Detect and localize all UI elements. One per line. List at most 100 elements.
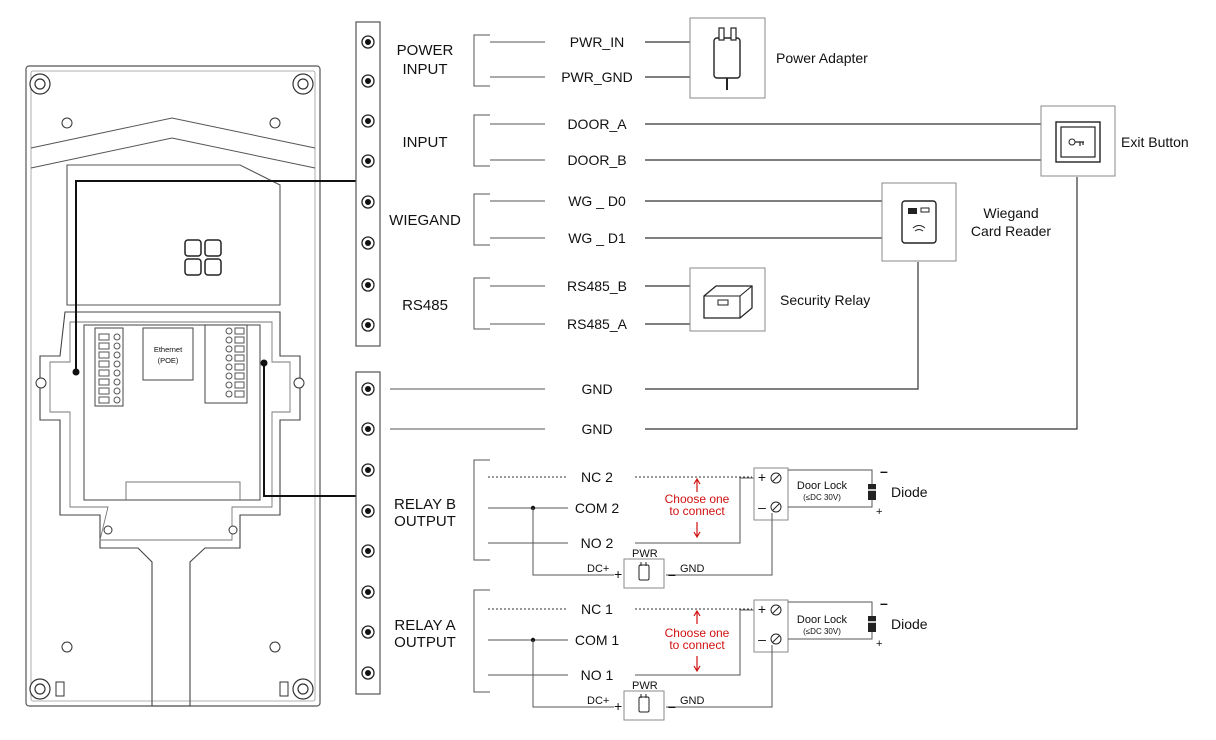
terminal-rs485-b: RS485_B	[567, 278, 627, 294]
group-relay-b-line1: RELAY B	[394, 496, 456, 513]
relay-a-lock-terminal: + –	[753, 599, 789, 653]
screw-bottom-left	[29, 678, 65, 700]
power-adapter-icon	[713, 27, 741, 90]
relay-b-dc-plus-sign: +	[614, 566, 622, 582]
terminal-rs485-a: RS485_A	[567, 316, 628, 332]
relay-b-diode-plus: +	[876, 506, 882, 518]
relay-a-pwr: PWR	[632, 680, 658, 692]
relay-a-choose-line2: to connect	[669, 638, 725, 652]
terminal-screw	[361, 318, 375, 332]
relay-b-choose-line1: Choose one	[665, 492, 730, 506]
poe-label: (POE)	[158, 356, 179, 365]
ethernet-port-box: Ethernet (POE)	[142, 327, 194, 381]
relay-a-diode-label: Diode	[891, 616, 928, 632]
relay-b-circuit: NC 2 COM 2 NO 2 Choose one to connect + …	[488, 463, 928, 589]
relay-b-pwr: PWR	[632, 548, 658, 560]
wiegand-card-reader	[881, 182, 957, 262]
terminal-screw	[361, 278, 375, 292]
terminal-door-b: DOOR_B	[567, 152, 626, 168]
terminal-wg-d0: WG _ D0	[568, 193, 626, 209]
relay-a-gnd-sign: –	[668, 698, 676, 714]
group-power-input-line1: POWER	[397, 42, 454, 59]
terminal-no2: NO 2	[581, 535, 614, 551]
relay-a-dc-plus-sign: +	[614, 698, 622, 714]
relay-a-psu-icon	[638, 694, 650, 713]
card-reader-icon	[901, 200, 937, 244]
terminal-com1: COM 1	[575, 632, 620, 648]
group-rs485: RS485	[402, 297, 448, 314]
group-input: INPUT	[403, 134, 448, 151]
relay-a-choose-line1: Choose one	[665, 626, 730, 640]
relay-b-door-lock: Door Lock	[797, 480, 848, 492]
group-power-input-line2: INPUT	[403, 61, 448, 78]
device-security-relay: Security Relay	[780, 292, 870, 308]
terminal-no1: NO 1	[581, 667, 614, 683]
terminal-screw	[361, 504, 375, 518]
terminal-screw	[361, 74, 375, 88]
terminal-screw	[361, 585, 375, 599]
lead-wire-upper	[75, 180, 356, 372]
terminal-pwr-gnd: PWR_GND	[561, 69, 633, 85]
relay-a-diode-icon	[868, 616, 876, 632]
relay-b-psu	[623, 558, 665, 589]
terminal-screw	[361, 625, 375, 639]
terminal-nc2: NC 2	[581, 469, 613, 485]
pcb-connector-right	[204, 324, 248, 404]
relay-b-diode-label: Diode	[891, 484, 928, 500]
lead-wire-lower	[263, 363, 356, 497]
terminal-com2: COM 2	[575, 500, 620, 516]
speaker-grille-icon	[184, 239, 222, 276]
terminal-screw	[361, 114, 375, 128]
device-wiegand-line2: Card Reader	[971, 223, 1051, 239]
relay-a-minus: –	[758, 631, 766, 647]
security-relay	[689, 267, 766, 332]
terminal-strip-lower	[355, 371, 381, 695]
group-wiegand: WIEGAND	[389, 212, 461, 229]
relay-a-door-lock: Door Lock	[797, 614, 848, 626]
terminal-strip-upper	[355, 21, 381, 347]
relay-b-diode-minus: –	[880, 463, 888, 479]
relay-b-door-lock-rating: (≤DC 30V)	[803, 493, 841, 502]
terminal-pwr-in: PWR_IN	[570, 34, 624, 50]
relay-a-dc-plus: DC+	[587, 695, 609, 707]
terminal-door-a: DOOR_A	[567, 116, 627, 132]
group-relay-b-line2: OUTPUT	[394, 513, 456, 530]
exit-button	[1040, 105, 1116, 177]
group-relay-a-line1: RELAY A	[394, 617, 455, 634]
relay-b-lock-terminal: + –	[753, 467, 789, 521]
terminal-screw	[361, 382, 375, 396]
relay-a-plus: +	[758, 601, 766, 617]
terminal-gnd-1: GND	[581, 381, 612, 397]
relay-b-gnd-sign: –	[668, 566, 676, 582]
ethernet-label: Ethernet	[154, 345, 183, 354]
terminal-screw	[361, 195, 375, 209]
group-relay-a-line2: OUTPUT	[394, 634, 456, 651]
terminal-gnd-2: GND	[581, 421, 612, 437]
relay-b-minus: –	[758, 499, 766, 515]
relay-a-psu	[623, 690, 665, 721]
device-exit-button: Exit Button	[1121, 134, 1189, 150]
screw-top-right	[292, 73, 314, 95]
relay-a-circuit: NC 1 COM 1 NO 1 Choose one to connect + …	[488, 595, 928, 721]
device-back-panel: Ethernet (POE)	[25, 65, 356, 707]
relay-a-diode-minus: –	[880, 595, 888, 611]
terminal-screw	[361, 236, 375, 250]
relay-a-door-lock-rating: (≤DC 30V)	[803, 627, 841, 636]
relay-a-gnd: GND	[680, 695, 705, 707]
screw-bottom-right	[279, 678, 314, 700]
terminal-screw	[361, 35, 375, 49]
terminal-wg-d1: WG _ D1	[568, 230, 626, 246]
relay-a-diode-plus: +	[876, 638, 882, 650]
exit-button-icon	[1055, 121, 1101, 163]
relay-b-gnd: GND	[680, 563, 705, 575]
device-wiegand-line1: Wiegand	[983, 205, 1038, 221]
terminal-screw	[361, 463, 375, 477]
security-relay-icon	[703, 285, 753, 319]
terminal-screw	[361, 666, 375, 680]
screw-top-left	[29, 73, 51, 95]
power-adapter	[689, 17, 766, 99]
relay-b-diode-icon	[868, 484, 876, 500]
relay-b-choose-line2: to connect	[669, 504, 725, 518]
terminal-nc1: NC 1	[581, 601, 613, 617]
